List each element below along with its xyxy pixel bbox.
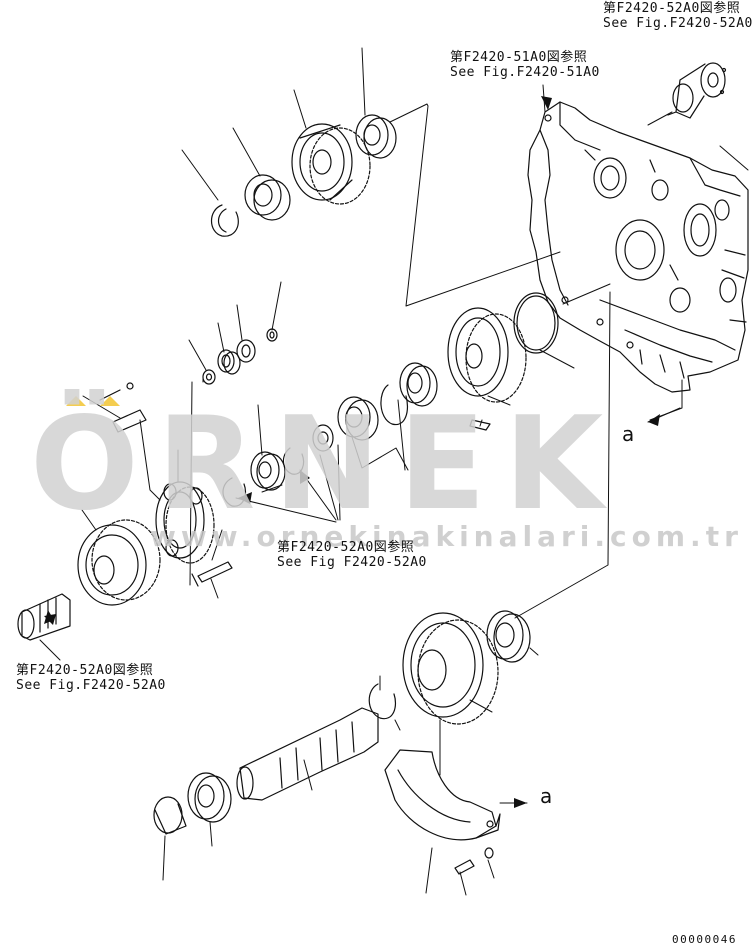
- reference-left: 第F2420-52A0図参照 See Fig.F2420-52A0: [16, 663, 166, 693]
- illustration-number: 00000046: [672, 933, 737, 946]
- middle-right-gear: [447, 292, 559, 431]
- reference-case-en: See Fig.F2420-51A0: [450, 65, 600, 80]
- view-marker-lower: a: [540, 784, 553, 808]
- output-shaft: [236, 707, 379, 801]
- upper-gear-stack: [210, 114, 397, 237]
- reference-left-jp: 第F2420-52A0図参照: [16, 663, 154, 678]
- reference-top-right-jp: 第F2420-52A0図参照: [603, 1, 741, 16]
- lower-left-bearings: [153, 772, 232, 835]
- planetary-carrier: [99, 382, 233, 587]
- flanged-shaft: [667, 62, 727, 119]
- reference-middle-en: See Fig F2420-52A0: [277, 555, 427, 570]
- needle-bearing-group: [202, 328, 278, 385]
- reference-arrows: [44, 96, 660, 808]
- transmission-case: [527, 101, 749, 393]
- reference-left-en: See Fig.F2420-52A0: [16, 678, 166, 693]
- reference-top-right-en: See Fig.F2420-52A0: [603, 16, 753, 31]
- reference-case: 第F2420-51A0図参照 See Fig.F2420-51A0: [450, 50, 600, 80]
- lower-cover-guard: [384, 749, 501, 875]
- reference-middle: 第F2420-52A0図参照 See Fig F2420-52A0: [277, 540, 427, 570]
- watermark-accent-icon: [66, 396, 120, 406]
- view-arrow-upper-line: [647, 407, 681, 423]
- reference-middle-jp: 第F2420-52A0図参照: [277, 540, 415, 555]
- reference-top-right: 第F2420-52A0図参照 See Fig.F2420-52A0: [603, 1, 753, 31]
- ring-gear-and-input-shaft: [17, 519, 161, 641]
- view-marker-upper: a: [622, 422, 635, 446]
- middle-bearing-group: [222, 362, 438, 507]
- lower-gear-stack: [368, 610, 531, 725]
- leader-lines: [39, 47, 749, 896]
- reference-case-jp: 第F2420-51A0図参照: [450, 50, 588, 65]
